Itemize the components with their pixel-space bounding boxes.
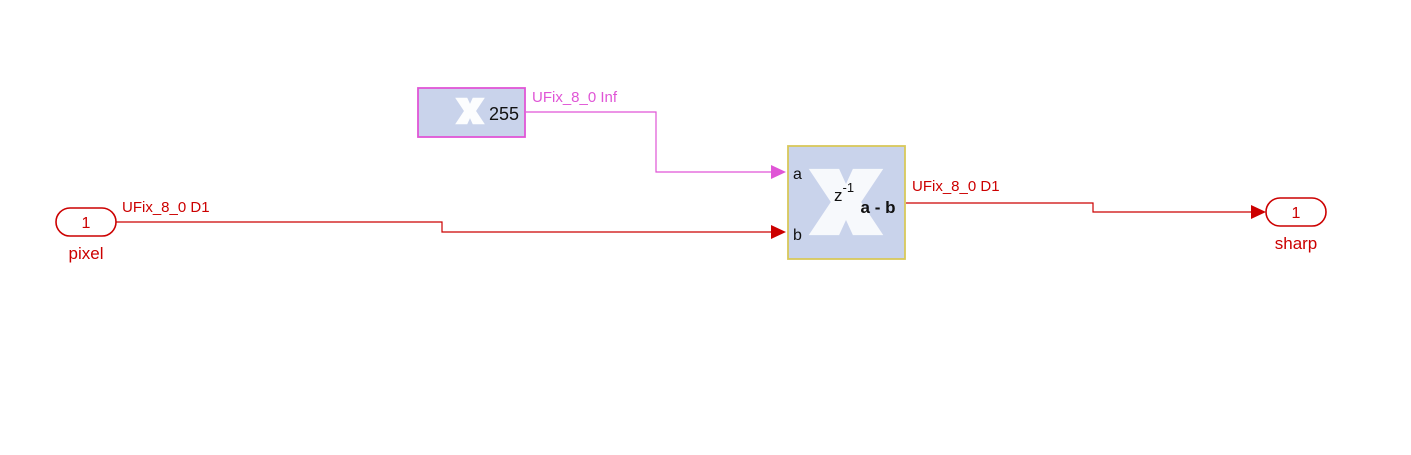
signal-label-sharp: UFix_8_0 D1	[912, 178, 1000, 195]
addsub-operation: a - b	[861, 198, 896, 217]
outport-name: sharp	[1275, 234, 1318, 253]
inport-pixel[interactable]: 1	[55, 207, 117, 237]
inport-shape[interactable]	[55, 207, 117, 237]
addsub-latency: z-1	[834, 180, 854, 205]
addsub-port-a-label: a	[793, 166, 802, 183]
signal-label-pixel: UFix_8_0 D1	[122, 199, 210, 216]
arrowhead-a	[771, 165, 786, 179]
addsub-port-b-label: b	[793, 227, 802, 244]
latency-base: z	[834, 186, 843, 205]
signal-line-pixel-to-b[interactable]	[116, 221, 771, 233]
inport-name: pixel	[69, 244, 104, 263]
arrowhead-sharp	[1251, 205, 1266, 219]
outport-shape[interactable]	[1265, 197, 1327, 227]
xilinx-logo-icon	[808, 168, 884, 236]
outport-number: 1	[1292, 205, 1301, 222]
latency-exponent: -1	[843, 180, 855, 195]
inport-number: 1	[82, 215, 91, 232]
signal-line-constant-to-a[interactable]	[526, 111, 771, 173]
addsub-block[interactable]: a b z-1 a - b	[787, 145, 906, 260]
signal-label-constant: UFix_8_0 Inf	[532, 89, 618, 106]
constant-block[interactable]: 255	[417, 87, 526, 138]
outport-sharp[interactable]: 1	[1265, 197, 1327, 227]
signal-line-addsub-to-sharp[interactable]	[906, 202, 1251, 213]
xilinx-logo-icon	[455, 97, 485, 125]
constant-value: 255	[489, 104, 519, 124]
arrowhead-b	[771, 225, 786, 239]
constant-block-body[interactable]	[417, 87, 526, 138]
